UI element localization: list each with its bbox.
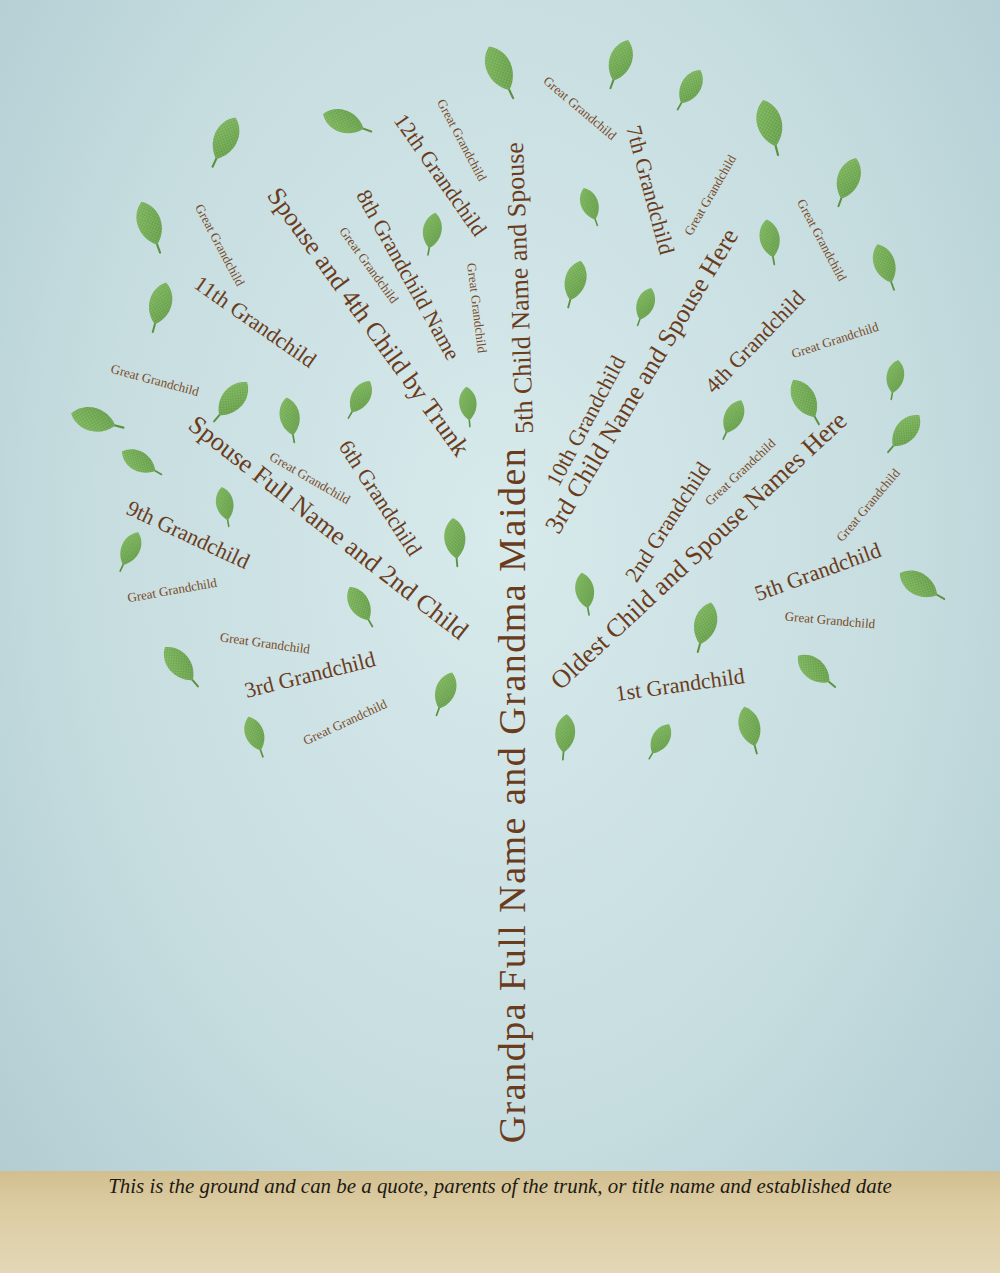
leaf — [277, 396, 304, 444]
ground-text: This is the ground and can be a quote, p… — [10, 1175, 990, 1198]
leaf — [828, 154, 866, 210]
leaf — [319, 104, 375, 142]
leaf — [572, 571, 598, 616]
leaf — [68, 402, 126, 439]
leaf — [240, 714, 272, 761]
leaf — [419, 211, 445, 256]
leaf — [340, 376, 377, 422]
leaf — [868, 241, 904, 294]
leaf — [791, 648, 842, 695]
leaf — [642, 720, 677, 763]
leaf — [757, 218, 784, 266]
leaf — [734, 704, 767, 756]
leaf — [213, 486, 237, 528]
leaf — [553, 713, 577, 760]
trunk-label: Grandpa Full Name and Grandma Maiden — [493, 447, 531, 1144]
leaf — [883, 359, 907, 401]
leaf — [629, 285, 659, 328]
leaf — [112, 528, 147, 575]
leaf — [751, 97, 790, 158]
leaf — [715, 396, 750, 443]
leaf — [669, 65, 709, 114]
ground-band: This is the ground and can be a quote, p… — [0, 1171, 1000, 1273]
leaf — [894, 564, 950, 609]
leaf — [880, 408, 927, 459]
leaf — [131, 198, 172, 257]
leaf — [443, 517, 468, 567]
leaf — [341, 582, 381, 631]
leaf — [156, 640, 206, 694]
label-text: Grandpa Full Name and Grandma Maiden — [491, 447, 533, 1144]
leaf — [117, 443, 166, 483]
leaf — [576, 185, 606, 228]
leaf — [427, 669, 461, 719]
leaf — [687, 600, 722, 655]
leaf — [558, 258, 591, 310]
leaf — [202, 113, 246, 172]
leaf — [478, 41, 525, 103]
leaf — [458, 386, 479, 427]
leaf — [142, 280, 177, 335]
leaf — [600, 36, 638, 92]
